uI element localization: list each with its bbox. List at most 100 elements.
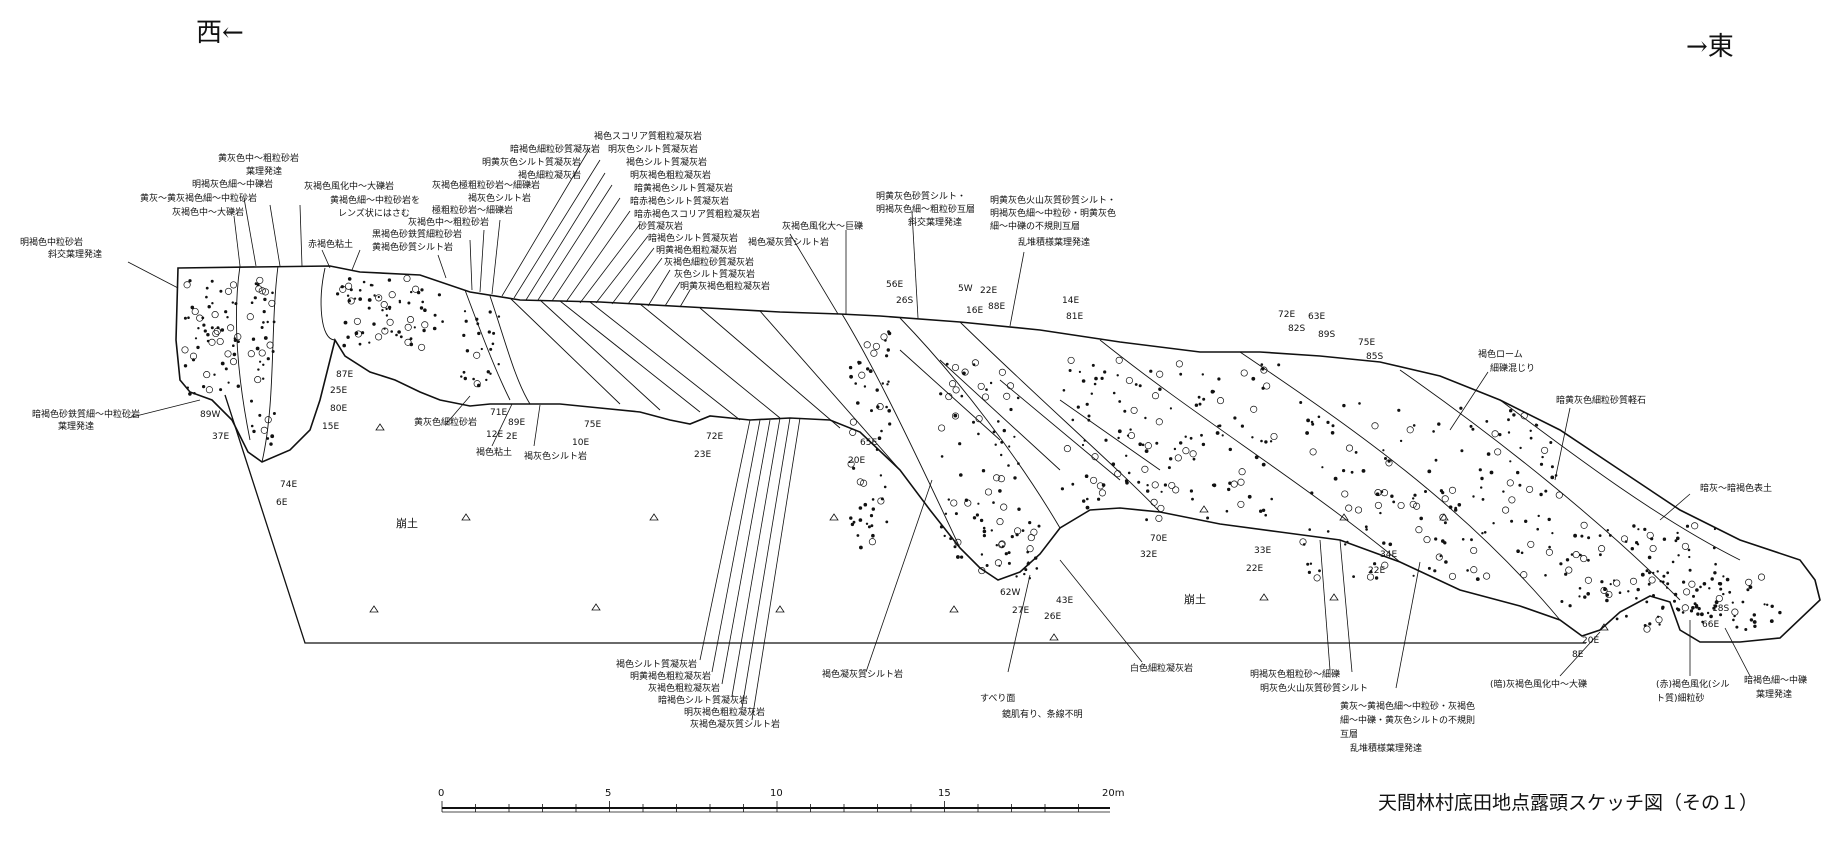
label-l18: 褐色スコリア質粗粒凝灰岩 xyxy=(594,132,703,142)
label-l24: 明灰褐色粗粒凝灰岩 xyxy=(630,171,712,181)
measure-m30: 89S xyxy=(1318,330,1336,340)
scale-bar xyxy=(441,801,1110,813)
outcrop-outline xyxy=(175,265,1821,643)
measure-m38: 22E xyxy=(1368,566,1386,576)
label-l51: 褐灰色シルト岩 xyxy=(524,452,588,462)
measure-m04: 25E xyxy=(330,386,348,396)
label-l69: 乱堆積様葉理発達 xyxy=(1350,744,1423,754)
label-l66: 黄灰～黄褐色細～中粒砂・灰褐色 xyxy=(1340,702,1476,712)
measure-m39: 62W xyxy=(1000,588,1021,598)
measure-m10: 89E xyxy=(508,418,526,428)
measure-m42: 26E xyxy=(1044,612,1062,622)
figure-caption: 天間林村底田地点露頭スケッチ図（その１） xyxy=(1378,792,1759,814)
measure-m12: 2E xyxy=(506,432,518,442)
label-l07: 灰褐色中～大礫岩 xyxy=(172,208,245,218)
measure-m24: 88E xyxy=(988,302,1006,312)
measure-m01: 89W xyxy=(200,410,221,420)
measure-m02: 37E xyxy=(212,432,230,442)
label-l26: 暗赤褐色シルト質凝灰岩 xyxy=(630,197,730,207)
measure-m45: 20E xyxy=(1582,636,1600,646)
label-l56: 灰褐色粗粒凝灰岩 xyxy=(648,684,721,694)
label-l33: 明黄灰褐色粗粒凝灰岩 xyxy=(680,282,771,292)
label-l57: 暗褐色シルト質凝灰岩 xyxy=(658,696,749,706)
label-l10: 黄褐色細～中粒砂岩を xyxy=(330,196,421,206)
label-l43: 褐色ローム xyxy=(1478,350,1523,360)
measure-m33: 70E xyxy=(1150,534,1168,544)
label-l65: 明灰色火山灰質砂質シルト xyxy=(1260,684,1369,694)
label-l52: 崩土 xyxy=(396,517,418,530)
measure-m03: 87E xyxy=(336,370,354,380)
label-l59: 灰褐色凝灰質シルト岩 xyxy=(690,720,781,730)
measure-m43: 18S xyxy=(1712,604,1730,614)
label-l02: 斜交葉理発達 xyxy=(48,250,103,260)
label-l60: 褐色凝灰質シルト岩 xyxy=(822,670,904,680)
label-l48: 葉理発達 xyxy=(58,422,95,432)
measure-m16: 23E xyxy=(694,450,712,460)
label-l35: 褐色凝灰質シルト岩 xyxy=(748,238,830,248)
label-l39: 明黄灰色火山灰質砂質シルト・ xyxy=(990,196,1117,206)
label-l17: 灰褐色中～粗粒砂岩 xyxy=(408,218,490,228)
label-l20: 明灰色シルト質凝灰岩 xyxy=(608,145,699,155)
label-l67: 細～中礫・黄灰色シルトの不規則 xyxy=(1340,716,1476,726)
measure-m07: 74E xyxy=(280,480,298,490)
label-l23: 褐色細粒凝灰岩 xyxy=(518,171,582,181)
label-l42: 乱堆積様葉理発達 xyxy=(1018,238,1091,248)
label-l50: 褐色粘土 xyxy=(476,448,513,458)
conglomerate-texture xyxy=(181,274,1782,633)
label-l46: 暗灰～暗褐色表土 xyxy=(1700,484,1773,494)
label-l55: 明黄褐色粗粒凝灰岩 xyxy=(630,672,712,682)
measure-m26: 81E xyxy=(1066,312,1084,322)
label-l34: 灰褐色風化大～巨礫 xyxy=(782,222,864,232)
label-l30: 明黄褐色粗粒凝灰岩 xyxy=(656,246,738,256)
measure-m25: 14E xyxy=(1062,296,1080,306)
measure-m34: 32E xyxy=(1140,550,1158,560)
label-l29: 暗褐色シルト質凝灰岩 xyxy=(648,234,739,244)
scale-tick-20: 20m xyxy=(1102,788,1125,799)
label-l09: 灰褐色風化中～大礫岩 xyxy=(304,182,395,192)
measure-m21: 5W xyxy=(958,284,973,294)
label-l21: 明黄灰色シルト質凝灰岩 xyxy=(482,158,582,168)
label-l38: 斜交葉理発達 xyxy=(908,218,963,228)
measure-m40: 27E xyxy=(1012,606,1030,616)
label-l63: 白色細粒凝灰岩 xyxy=(1130,664,1194,674)
label-l47: 暗褐色砂鉄質細～中粒砂岩 xyxy=(32,410,141,420)
label-l53: 崩土 xyxy=(1184,593,1206,606)
label-l01: 明褐色中粒砂岩 xyxy=(20,238,84,248)
scale-tick-15: 15 xyxy=(938,788,951,799)
label-l44: 細礫混じり xyxy=(1490,364,1536,374)
measure-m46: 8E xyxy=(1572,650,1584,660)
measure-m27: 72E xyxy=(1278,310,1296,320)
measure-m23: 22E xyxy=(980,286,998,296)
measure-m18: 20E xyxy=(848,456,866,466)
measure-m35: 33E xyxy=(1254,546,1272,556)
measure-m05: 80E xyxy=(330,404,348,414)
measure-m08: 6E xyxy=(276,498,288,508)
label-l25: 暗黄褐色シルト質凝灰岩 xyxy=(634,184,734,194)
bedding-lines xyxy=(235,265,1741,621)
label-l45: 暗黄灰色細粒砂質軽石 xyxy=(1556,396,1647,406)
label-l74: 葉理発達 xyxy=(1756,690,1793,700)
measure-m17: 65E xyxy=(860,438,878,448)
label-l19: 暗褐色細粒砂質凝灰岩 xyxy=(510,145,601,155)
measure-m31: 75E xyxy=(1358,338,1376,348)
measure-m32: 85S xyxy=(1366,352,1384,362)
label-l54: 褐色シルト質凝灰岩 xyxy=(616,660,698,670)
label-l70: (暗)灰褐色風化中～大礫 xyxy=(1490,680,1588,690)
measure-m44: 66E xyxy=(1702,620,1720,630)
measure-m22: 16E xyxy=(966,306,984,316)
scale-tick-0: 0 xyxy=(438,788,445,799)
label-l62: 鏡肌有り、条線不明 xyxy=(1002,710,1083,720)
label-l71: (赤)褐色風化(シル xyxy=(1656,680,1730,690)
label-l13: 黄褐色砂質シルト岩 xyxy=(372,243,454,253)
label-l61: すべり面 xyxy=(980,694,1016,704)
label-l40: 明褐灰色細～中粒砂・明黄灰色 xyxy=(990,209,1117,219)
scale-tick-5: 5 xyxy=(605,788,612,799)
label-l15: 褐灰色シルト岩 xyxy=(468,194,532,204)
label-l03: 黄灰色中～粗粒砂岩 xyxy=(218,154,300,164)
measure-m41: 43E xyxy=(1056,596,1074,606)
label-l72: ト質)細粒砂 xyxy=(1656,694,1705,704)
label-l73: 暗褐色細～中礫 xyxy=(1744,676,1808,686)
measure-m36: 22E xyxy=(1246,564,1264,574)
label-l06: 黄灰～黄灰褐色細～中粒砂岩 xyxy=(140,194,258,204)
label-l11: レンズ状にはさむ xyxy=(338,209,410,219)
